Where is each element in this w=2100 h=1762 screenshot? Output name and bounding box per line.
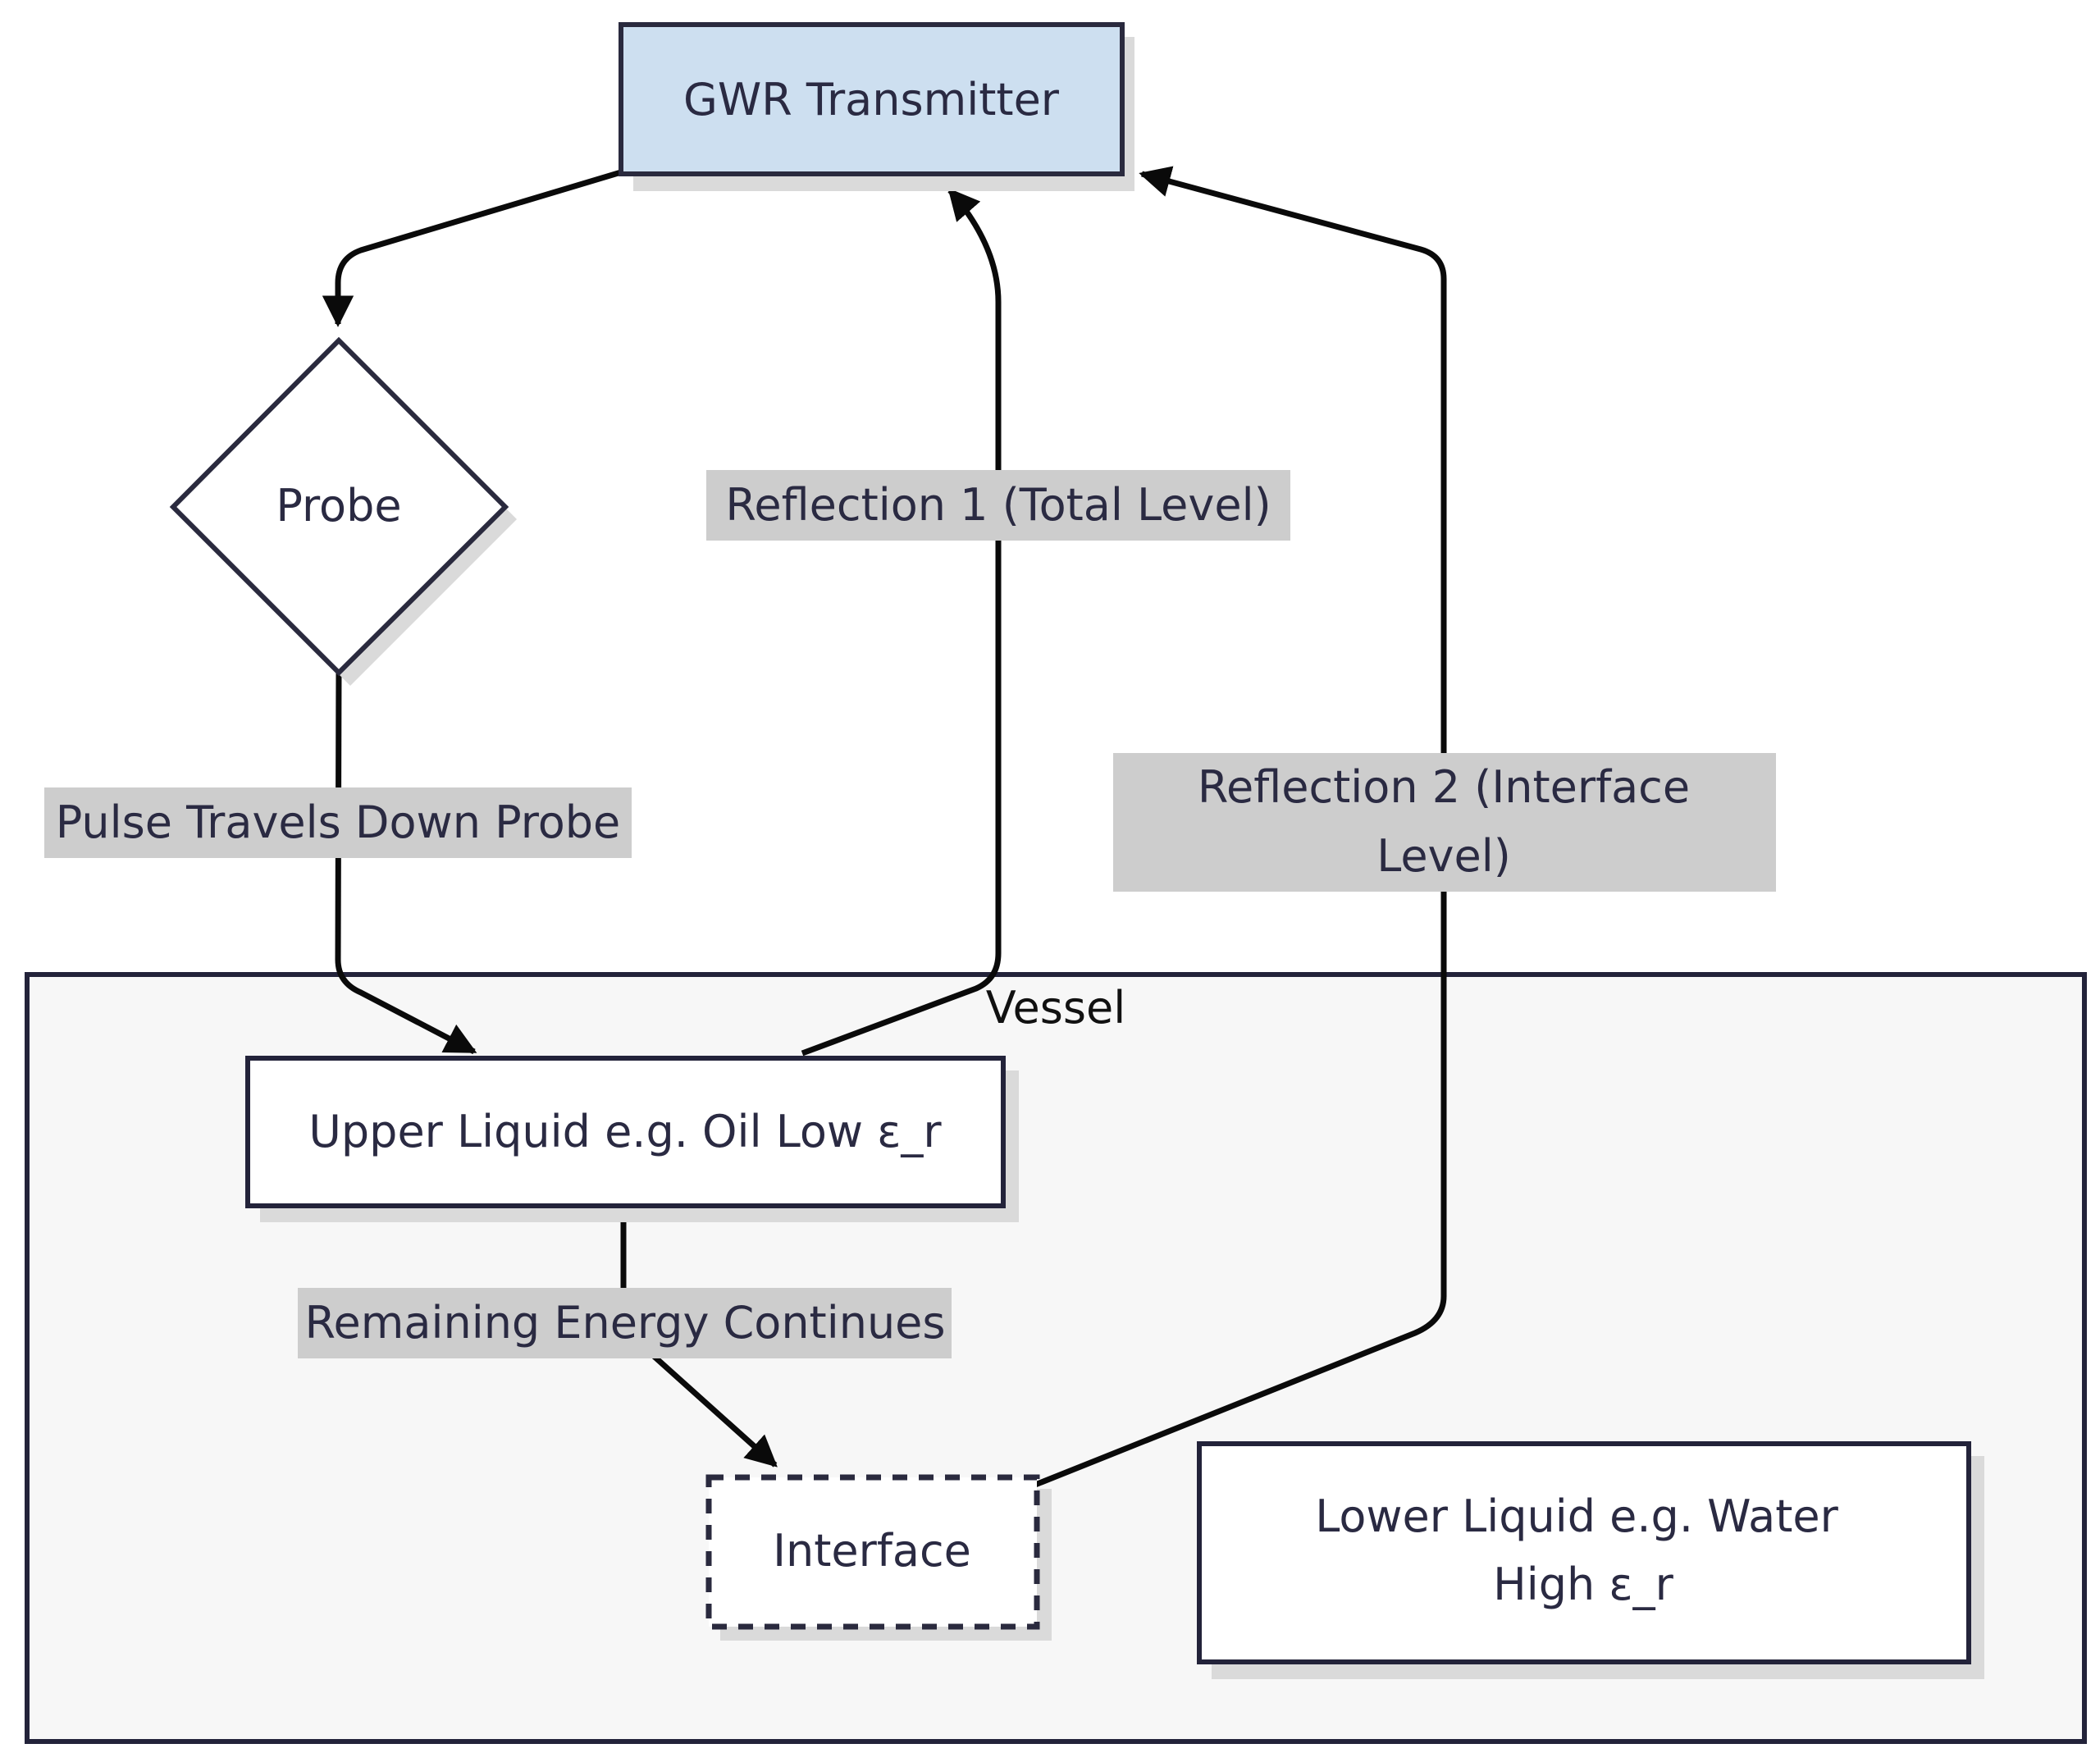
lower-liquid-node: Lower Liquid e.g. Water High ε_r (1197, 1441, 1984, 1679)
pulse-label-text: Pulse Travels Down Probe (56, 797, 621, 848)
edges (322, 166, 1447, 1488)
edge-transmitter-to-probe (322, 169, 623, 327)
transmitter-label: GWR Transmitter (683, 74, 1060, 126)
probe-diamond (169, 336, 509, 677)
remaining-label: Remaining Energy Continues (298, 1288, 952, 1358)
reflection-2-label-line1: Reflection 2 (Interface (1198, 761, 1690, 813)
upper-liquid-label: Upper Liquid e.g. Oil Low ε_r (308, 1106, 942, 1157)
transmitter-node: GWR Transmitter (619, 22, 1134, 191)
transmitter-box (619, 22, 1125, 176)
nodes: GWR Transmitter Probe Upper Liquid e.g. … (169, 22, 1984, 1679)
lower-liquid-label-line1: Lower Liquid e.g. Water (1315, 1490, 1838, 1542)
vessel-label: Vessel (986, 982, 1125, 1034)
pulse-label: Pulse Travels Down Probe (44, 787, 632, 858)
edge-reflection-1 (801, 188, 1002, 1057)
remaining-label-text: Remaining Energy Continues (304, 1297, 945, 1349)
edge-probe-to-upper-liquid (335, 670, 477, 1055)
edge-labels: Pulse Travels Down Probe Reflection 1 (T… (44, 470, 1776, 1358)
upper-liquid-node: Upper Liquid e.g. Oil Low ε_r (245, 1056, 1019, 1222)
reflection-2-label: Reflection 2 (Interface Level) (1113, 753, 1776, 892)
interface-label: Interface (773, 1525, 971, 1577)
reflection-1-label-text: Reflection 1 (Total Level) (725, 479, 1271, 531)
probe-node: Probe (169, 336, 517, 686)
edge-reflection-2 (1034, 166, 1447, 1488)
reflection-2-label-line2: Level) (1376, 830, 1511, 882)
probe-label: Probe (276, 480, 401, 532)
interface-node: Interface (705, 1474, 1052, 1641)
reflection-1-label: Reflection 1 (Total Level) (706, 470, 1290, 541)
interface-box (705, 1474, 1040, 1630)
lower-liquid-box (1197, 1441, 1971, 1664)
lower-liquid-label-line2: High ε_r (1493, 1559, 1673, 1610)
upper-liquid-box (245, 1056, 1006, 1208)
